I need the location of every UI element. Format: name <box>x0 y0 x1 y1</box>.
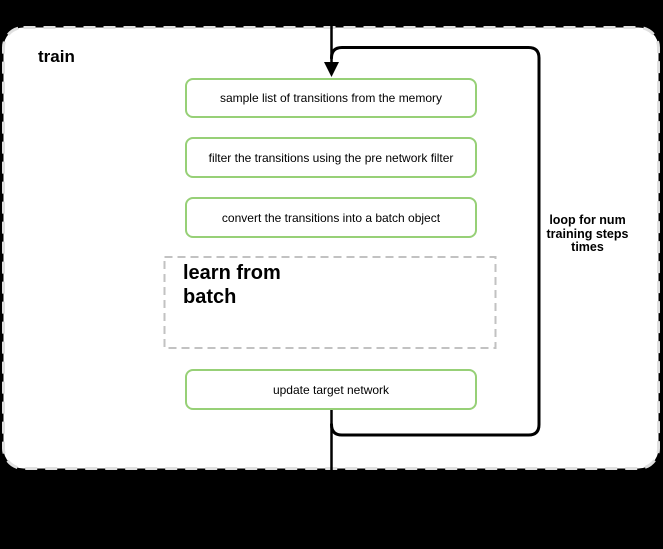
step-box-convert-batch: convert the transitions into a batch obj… <box>185 197 477 238</box>
diagram-title: train <box>38 47 75 66</box>
learn-from-batch-label: learn from batch <box>183 262 281 308</box>
learn-from-batch-box <box>163 256 497 349</box>
step-box-update-target-network: update target network <box>185 369 477 410</box>
flow-arrowhead-icon <box>324 62 339 77</box>
step-box-filter-transitions: filter the transitions using the pre net… <box>185 137 477 178</box>
loop-note-label: loop for num training steps times <box>546 213 629 254</box>
loop-rectangle <box>330 46 541 437</box>
step-box-sample-transitions: sample list of transitions from the memo… <box>185 78 477 118</box>
